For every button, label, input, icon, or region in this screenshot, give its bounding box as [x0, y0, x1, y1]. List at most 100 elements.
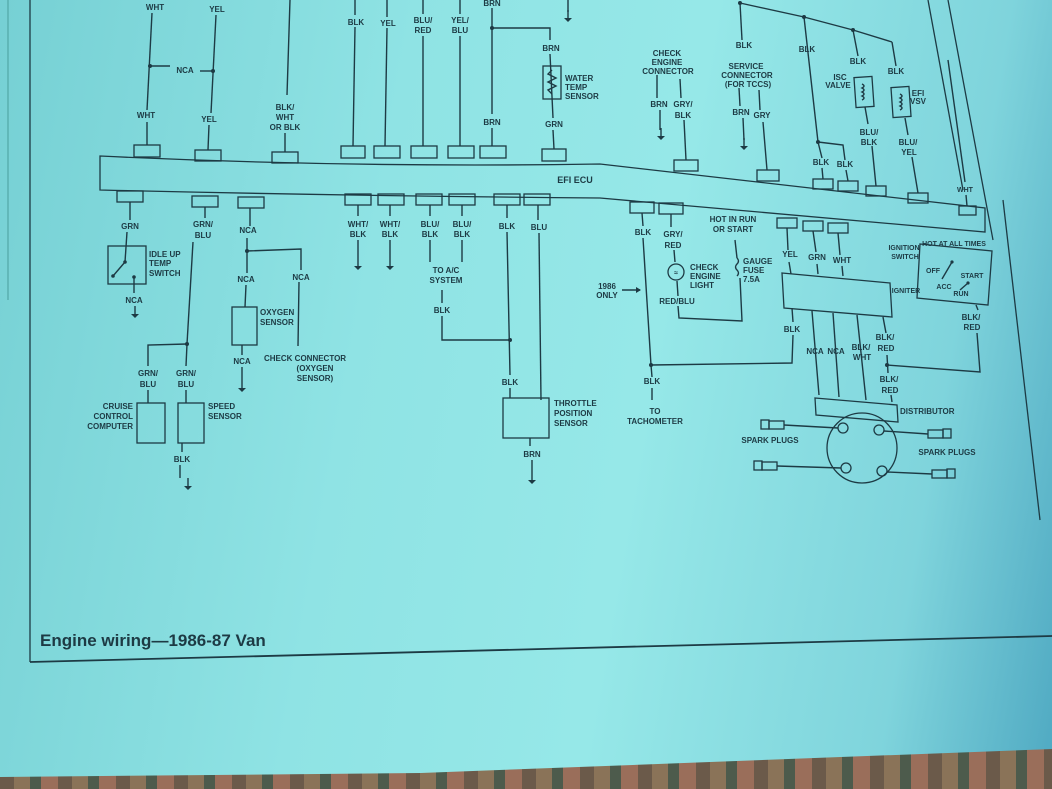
wire-label: BLK	[784, 325, 801, 334]
component-label: TEMP	[565, 83, 588, 92]
wire-label: YEL	[209, 5, 225, 14]
component-label: THROTTLE	[554, 399, 597, 408]
component-label: IGNITION	[888, 245, 919, 252]
wire-label: WHT	[957, 187, 974, 194]
check-engine-light	[667, 263, 685, 281]
efi-ecu: EFI ECU	[99, 144, 986, 234]
ground-icon	[740, 138, 748, 150]
wire-label: BLK	[799, 45, 816, 54]
wire-label: BLK	[350, 230, 367, 239]
ground-icon	[386, 258, 394, 270]
component-label: (OXYGEN	[297, 364, 334, 373]
ignition-switch	[916, 243, 993, 306]
component-label: ONLY	[596, 291, 618, 300]
wire-label: GRN/	[193, 220, 214, 229]
ground-icon	[354, 258, 362, 270]
component-label: CHECK CONNECTOR	[264, 354, 346, 363]
wire-label: BRN	[483, 118, 501, 127]
wire-label: BRN	[542, 44, 560, 53]
wire-label: BLK	[434, 306, 451, 315]
component-label: CONNECTOR	[721, 71, 773, 80]
wire-label: GRN	[121, 222, 139, 231]
wire-label: BLK	[850, 57, 867, 66]
wire-label: GRY/	[663, 230, 683, 239]
wire-label: YEL	[380, 19, 396, 28]
wire-label: WHT	[146, 3, 164, 12]
wire-label: BLU/	[453, 220, 472, 229]
wire-label: BLU/	[421, 220, 440, 229]
wire-label: BLU/	[414, 16, 433, 25]
wire-label: BRN	[483, 0, 501, 8]
component-label: SENSOR	[208, 412, 242, 421]
component-label: SERVICE	[729, 62, 765, 71]
wire-label: GRY/	[673, 100, 693, 109]
wire-label: GRN/	[176, 369, 197, 378]
ground-icon	[131, 306, 139, 318]
wire-label: BLU	[452, 26, 469, 35]
wire-label: NCA	[237, 275, 255, 284]
gauge-fuse	[734, 257, 740, 277]
wire-label: BLK/	[962, 313, 981, 322]
wire-label: BLK	[635, 228, 652, 237]
water-temp-sensor	[542, 65, 562, 100]
wire-label: BLK	[382, 230, 399, 239]
wire-label: NCA	[233, 357, 251, 366]
component-label: CONNECTOR	[642, 67, 694, 76]
wire-label: YEL	[782, 250, 798, 259]
wire-label: BLK/	[880, 375, 899, 384]
wire-label: NCA	[827, 347, 845, 356]
wire-label: BRN	[650, 100, 668, 109]
component-label: POSITION	[554, 409, 592, 418]
wire-label: NCA	[239, 226, 257, 235]
component-label: GAUGE	[743, 257, 773, 266]
wire-label: BLK/	[876, 333, 895, 342]
component-label: (FOR TCCS)	[725, 80, 772, 89]
wire-label: BRN	[523, 450, 541, 459]
oxygen-sensor	[231, 306, 258, 346]
wire-label: YEL	[201, 115, 217, 124]
wire-label: BLK	[422, 230, 439, 239]
ground-icon	[657, 128, 665, 140]
wire-label: BLK	[348, 18, 365, 27]
switch-position-label: RUN	[953, 291, 968, 298]
igniter	[781, 272, 893, 318]
wire-label: BLK	[675, 111, 692, 120]
component-label: SWITCH	[149, 269, 181, 278]
component-label: FUSE	[743, 266, 765, 275]
wire-label: GRN	[545, 120, 563, 129]
ground-icon	[528, 472, 536, 484]
wire-label: OR BLK	[270, 123, 301, 132]
wire-label: RED	[964, 323, 981, 332]
component-label: WATER	[565, 74, 594, 83]
component-label: VALVE	[825, 81, 851, 90]
wire-label: WHT	[276, 113, 294, 122]
component-label: SWITCH	[891, 254, 919, 261]
wire-label: BLK/	[852, 343, 871, 352]
wire-label: BLK	[174, 455, 191, 464]
wire-label: NCA	[176, 66, 194, 75]
wire-label: WHT/	[380, 220, 401, 229]
component-label: CHECK	[690, 263, 719, 272]
wire-label: BLK	[499, 222, 516, 231]
component-label: EFI	[912, 89, 924, 98]
distributor-cap	[826, 412, 898, 484]
idle-up-temp-switch	[107, 245, 147, 285]
component-label: SPEED	[208, 402, 235, 411]
efi-vsv	[890, 85, 912, 119]
component-label: SPARK PLUGS	[918, 448, 976, 457]
wire-label: WHT	[833, 256, 851, 265]
switch-position-label: OFF	[926, 268, 941, 275]
switch-position-label: START	[961, 273, 985, 280]
svg-text:≈: ≈	[674, 270, 678, 277]
component-label: OXYGEN	[260, 308, 294, 317]
ground-icon	[238, 380, 246, 392]
component-label: CONTROL	[93, 412, 133, 421]
isc-valve	[853, 75, 875, 109]
wire-label: NCA	[292, 273, 310, 282]
component-label: TACHOMETER	[627, 417, 683, 426]
wire-label: BLK	[837, 160, 854, 169]
spark-plug-icon	[753, 419, 956, 479]
top-wiring	[146, 0, 968, 207]
component-label: COMPUTER	[87, 422, 133, 431]
